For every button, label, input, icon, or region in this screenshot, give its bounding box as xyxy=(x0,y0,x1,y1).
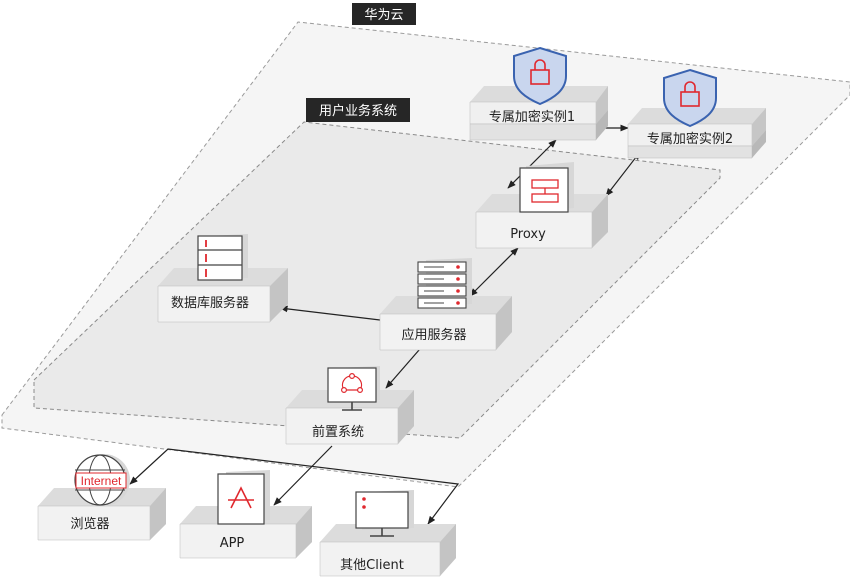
business-region-tag: 用户业务系统 xyxy=(306,98,410,122)
cloud-region-tag: 华为云 xyxy=(352,3,416,25)
client-monitor-icon xyxy=(355,490,414,537)
link-appserver-proxy xyxy=(469,247,519,297)
node-client: 其他Client xyxy=(319,490,456,577)
proxy-label: Proxy xyxy=(510,227,546,242)
internet-globe-icon: Internet xyxy=(74,454,130,506)
proxy-icon xyxy=(519,162,574,213)
shield-icon xyxy=(513,46,567,106)
node-app-server: 应用服务器 xyxy=(379,258,512,351)
kms2-label: 专属加密实例2 xyxy=(647,131,733,147)
node-kms2: 专属加密实例2 xyxy=(627,68,766,159)
node-frontend: 前置系统 xyxy=(285,366,414,445)
link-proxy-kms2 xyxy=(605,151,641,197)
link-app-frontend xyxy=(273,445,333,506)
link-proxy-kms1 xyxy=(507,139,557,189)
node-proxy: Proxy xyxy=(475,162,608,249)
node-browser: Internet 浏览器 xyxy=(37,454,166,541)
app-icon xyxy=(217,470,270,525)
cloud-region-label: 华为云 xyxy=(364,8,403,23)
connectors xyxy=(129,124,641,525)
db-label: 数据库服务器 xyxy=(171,295,249,311)
link-appserver-db xyxy=(279,305,381,321)
app-label: APP xyxy=(220,536,245,551)
node-app: APP xyxy=(179,470,312,559)
frontend-label: 前置系统 xyxy=(312,424,364,440)
app-server-label: 应用服务器 xyxy=(401,327,466,343)
server-rack-icon xyxy=(197,234,248,281)
client-label: 其他Client xyxy=(340,558,404,573)
business-region-label: 用户业务系统 xyxy=(319,103,397,119)
monitor-icon xyxy=(327,366,380,411)
server-stack-icon xyxy=(417,258,472,309)
node-db: 数据库服务器 xyxy=(157,234,288,323)
shield-icon xyxy=(663,68,717,128)
internet-label: Internet xyxy=(81,474,122,488)
kms1-label: 专属加密实例1 xyxy=(489,109,575,125)
browser-label: 浏览器 xyxy=(70,516,109,532)
node-kms1: 专属加密实例1 xyxy=(469,46,608,141)
link-browser-client xyxy=(129,448,460,525)
